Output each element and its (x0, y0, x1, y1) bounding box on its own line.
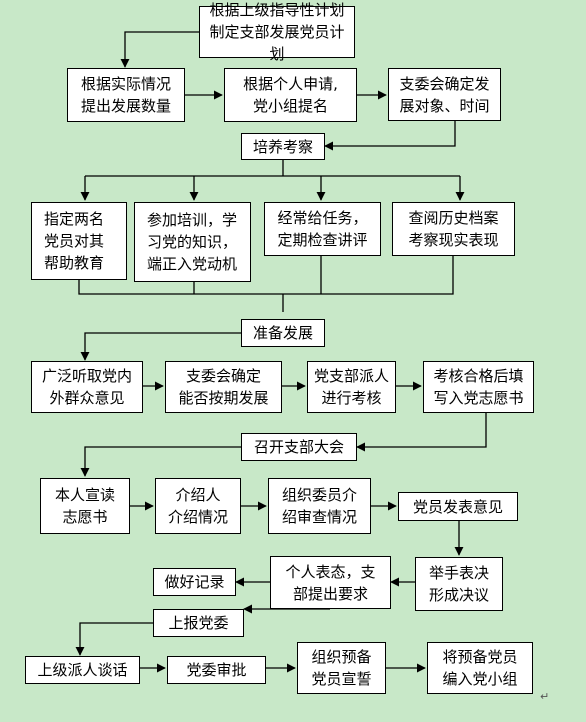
step-committee-decide: 支委会确定 能否按期发展 (165, 361, 282, 413)
line-merge (78, 256, 454, 312)
step-show-hands-vote: 举手表决 形成决议 (415, 557, 503, 611)
step-branch-general-meeting: 召开支部大会 (241, 433, 357, 461)
arrow-form-to-meeting (356, 413, 487, 452)
step-hear-opinions: 广泛听取党内 外群众意见 (31, 361, 143, 413)
step-application-nomination: 根据个人申请, 党小组提名 (224, 68, 357, 122)
step-assign-helpers: 指定两名 党员对其 帮助教育 (31, 202, 127, 280)
line-training-split (85, 160, 460, 177)
step-propose-quantity: 根据实际情况 提出发展数量 (67, 68, 185, 122)
step-read-application: 本人宣读 志愿书 (40, 478, 130, 534)
step-send-assessor: 党支部派人 进行考核 (307, 361, 396, 413)
step-join-party-group: 将预备党员 编入党小组 (427, 642, 533, 694)
step-statement-requirements: 个人表态，支 部提出要求 (270, 556, 391, 609)
step-members-opinion: 党员发表意见 (398, 492, 518, 521)
arrow-report-to-talk (75, 622, 153, 656)
step-prepare-development: 准备发展 (241, 319, 325, 347)
step-give-tasks: 经常给任务， 定期检查讲评 (264, 202, 381, 256)
step-organizer-report: 组织委员介 绍审查情况 (268, 478, 371, 534)
step-superior-talk: 上级派人谈话 (25, 656, 140, 684)
arrow-committee-to-training (324, 121, 456, 151)
step-introducer-report: 介绍人 介绍情况 (155, 478, 241, 534)
arrow-plan-to-quantity (120, 31, 199, 68)
step-review-records: 查阅历史档案 考察现实表现 (392, 202, 515, 256)
step-fill-application-form: 考核合格后填 写入党志愿书 (423, 361, 534, 413)
arrow-meeting-to-reading (80, 446, 241, 477)
step-oath-ceremony: 组织预备 党员宣誓 (297, 642, 386, 694)
step-formulate-plan: 根据上级指导性计划 制定支部发展党员计划 (199, 1, 355, 63)
end-mark: ↵ (540, 690, 550, 703)
step-cultivate-inspect: 培养考察 (241, 133, 325, 160)
step-join-training: 参加培训，学 习党的知识， 端正入党动机 (134, 202, 251, 282)
step-party-committee-approval: 党委审批 (167, 656, 266, 684)
step-committee-confirm-target: 支委会确定发 展对象、时间 (388, 68, 501, 121)
step-keep-records: 做好记录 (153, 568, 236, 596)
arrow-prepare-to-opinions (80, 332, 241, 361)
step-report-to-committee: 上报党委 (153, 609, 244, 637)
